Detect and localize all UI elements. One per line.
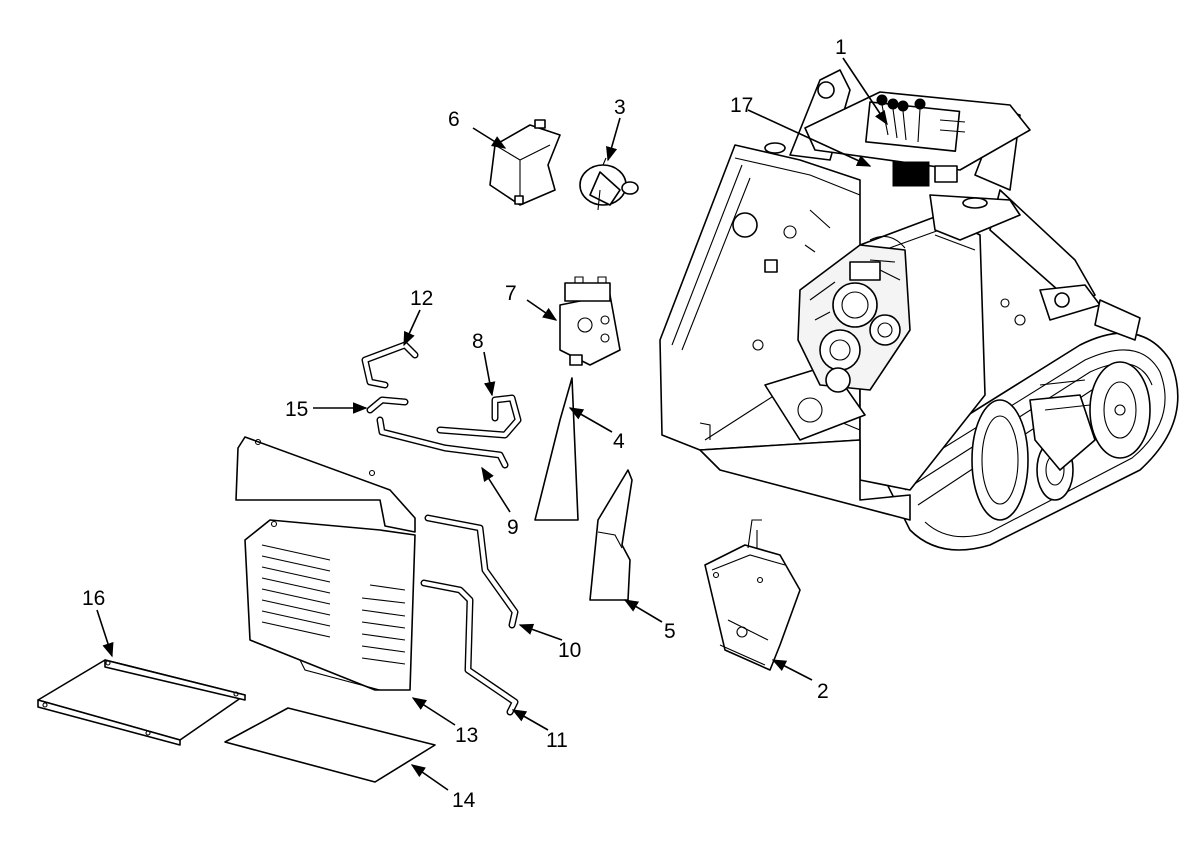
part-13-shroud (235, 436, 416, 691)
track-assembly (879, 332, 1179, 551)
part-4-plate (534, 377, 579, 521)
engine-assembly (797, 235, 911, 393)
callout-12: 12 (410, 287, 433, 310)
callout-6: 6 (448, 108, 460, 131)
part-16-tray (37, 659, 246, 746)
part-5-plate (589, 469, 633, 601)
part-2-rear-cover (704, 519, 801, 671)
callout-17: 17 (730, 94, 753, 117)
callout-15: 15 (285, 398, 308, 421)
part-3-motor (579, 157, 639, 211)
part-15-tube (366, 396, 409, 414)
callout-3: 3 (614, 96, 626, 119)
callout-13: 13 (455, 724, 478, 747)
callout-10: 10 (558, 639, 581, 662)
callout-16: 16 (82, 587, 105, 610)
machine-assembly (659, 69, 1179, 551)
callout-14: 14 (452, 789, 476, 812)
part-6-cover (489, 119, 561, 206)
callout-8: 8 (472, 330, 484, 353)
callout-9: 9 (507, 516, 519, 539)
part-11-tube (420, 579, 519, 716)
part-12-tube (361, 341, 419, 389)
callout-4: 4 (613, 430, 625, 453)
callout-1: 1 (835, 36, 847, 59)
leader-lines (96, 57, 888, 791)
part-14-sheet (224, 707, 436, 783)
callout-11: 11 (546, 729, 568, 752)
control-panel (804, 91, 1031, 187)
callout-5: 5 (664, 620, 676, 643)
part-7-valve (559, 276, 621, 366)
callout-2: 2 (817, 680, 829, 703)
part-10-tube (424, 514, 519, 629)
callout-7: 7 (505, 282, 517, 305)
callout-labels: 1 2 3 4 5 6 7 8 9 10 11 12 13 14 15 16 1… (82, 36, 847, 812)
part-8-tube (436, 394, 522, 439)
part-9-tube (376, 416, 509, 469)
